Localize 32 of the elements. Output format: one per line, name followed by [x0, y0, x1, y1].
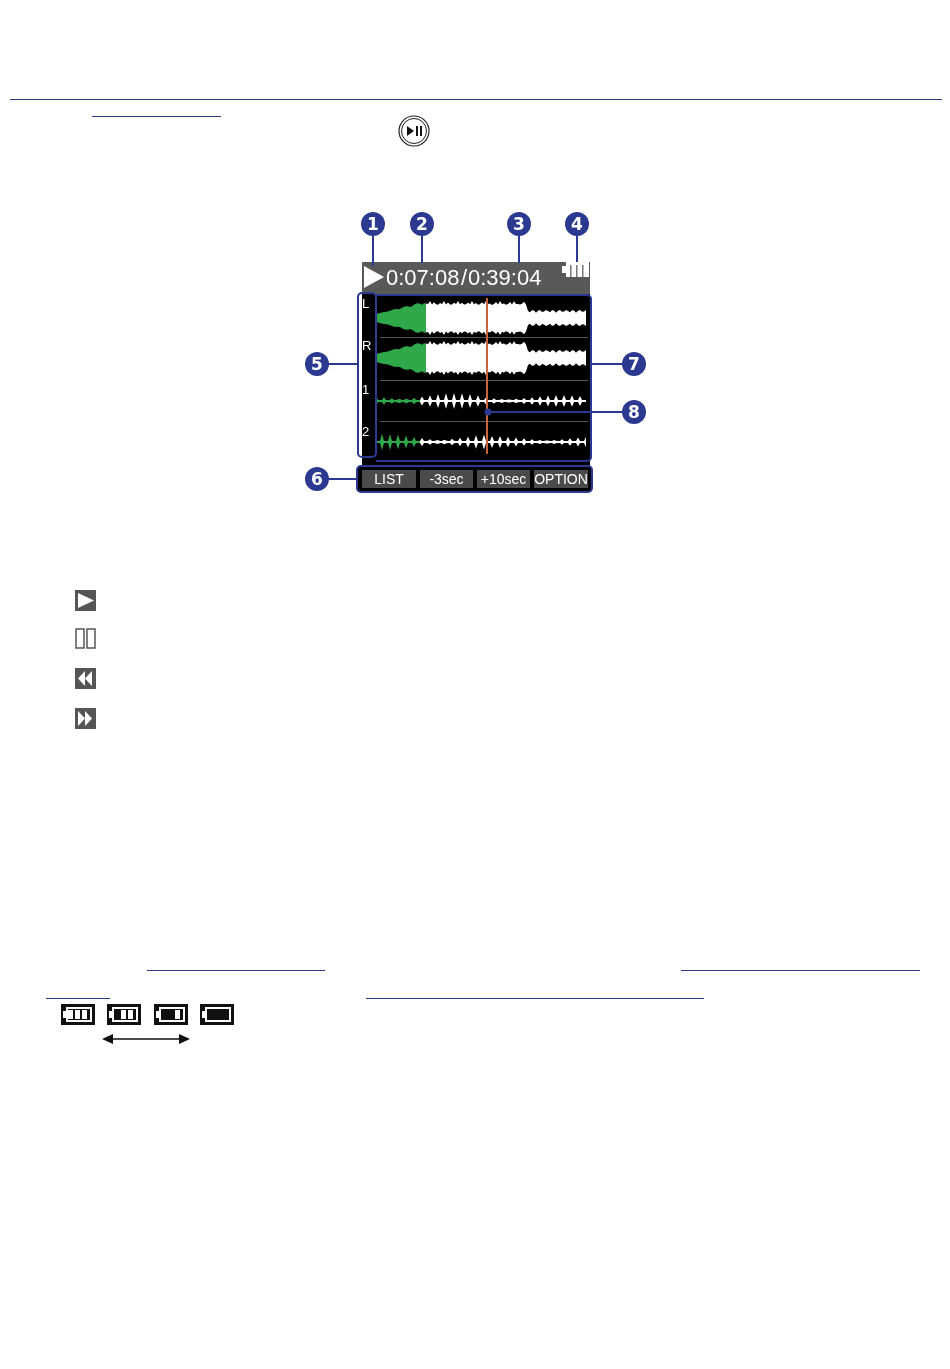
leader-line [484, 408, 623, 416]
leader-line [372, 235, 374, 267]
track-label: 2 [362, 424, 370, 439]
play-indicator-icon [364, 266, 384, 288]
callout-number: 7 [622, 352, 646, 376]
function-button-label: LIST [362, 470, 416, 488]
leader-line [421, 235, 423, 264]
callout-number: 3 [507, 212, 531, 236]
total-time: 0:39:04 [468, 263, 542, 293]
callout-number: 2 [410, 212, 434, 236]
playhead-line [486, 298, 488, 454]
time-separator: / [461, 264, 468, 292]
function-button-label: +10sec [477, 470, 530, 488]
callout-number: 5 [305, 352, 329, 376]
callout-number: 1 [361, 212, 385, 236]
callout-number: 8 [622, 400, 646, 424]
elapsed-time: 0:07:08 [386, 263, 460, 293]
track-label: R [362, 338, 372, 353]
function-button-bar [356, 465, 593, 493]
leader-line [576, 235, 578, 263]
leader-line [591, 363, 623, 365]
battery-icon [562, 262, 589, 277]
leader-line [518, 235, 520, 264]
leader-line [328, 478, 357, 480]
callout-number: 4 [565, 212, 589, 236]
function-button-label: OPTION [534, 470, 588, 488]
track-label: L [362, 296, 370, 311]
leader-line [328, 363, 358, 365]
track-label-bracket [357, 292, 377, 458]
track-label: 1 [362, 382, 370, 397]
callout-number: 6 [305, 467, 329, 491]
function-button-label: -3sec [420, 470, 473, 488]
